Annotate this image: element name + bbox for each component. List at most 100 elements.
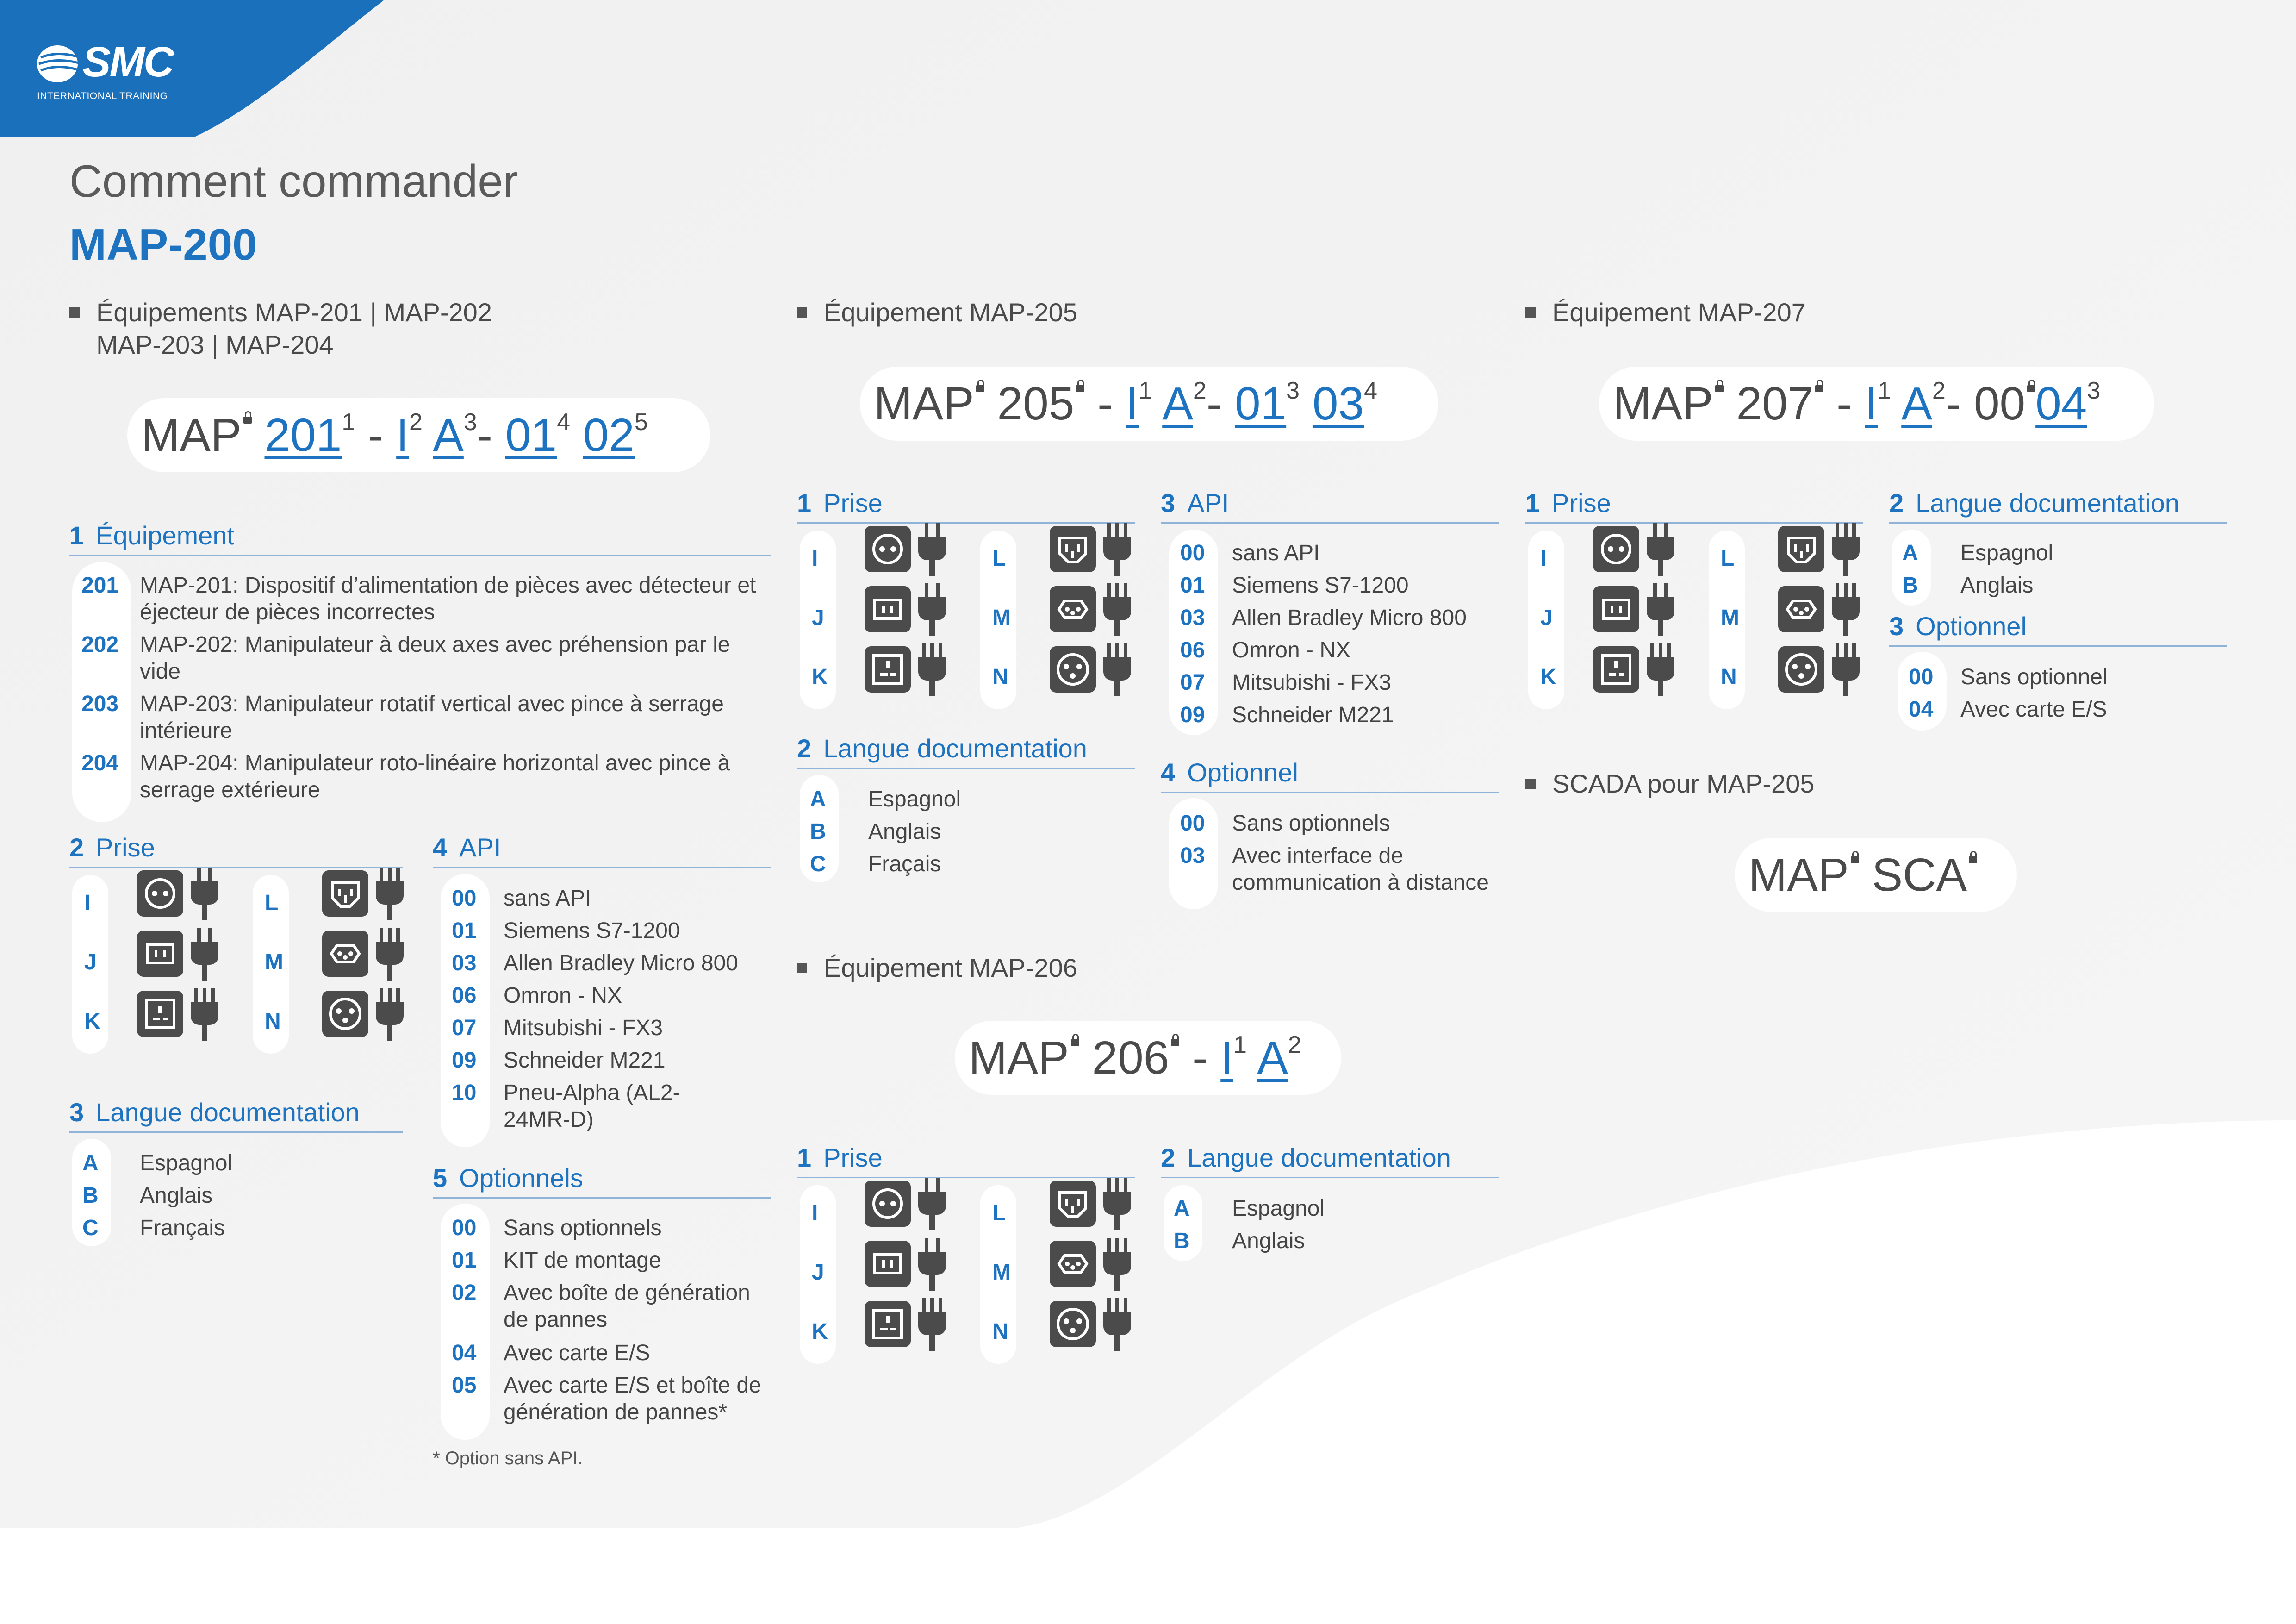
equipment-desc: vide: [140, 659, 181, 684]
power-socket-icon: [1050, 1241, 1096, 1289]
page-subtitle: MAP-200: [69, 220, 257, 269]
option-name: Avec carte E/S: [504, 1341, 650, 1365]
lock-icon: [1715, 380, 1724, 392]
order-code-map206: MAP 206 - I1 A2: [955, 1021, 1341, 1095]
lock-icon: [1076, 380, 1085, 392]
plug-letter: L: [992, 546, 1006, 571]
equipment-desc: intérieure: [140, 718, 233, 743]
plc-name: Omron - NX: [1232, 638, 1351, 662]
option-name: génération de pannes*: [504, 1400, 728, 1424]
plc-name: Mitsubishi - FX3: [1232, 670, 1392, 695]
options-code-column: [441, 1204, 490, 1440]
plug-letter: I: [1540, 546, 1547, 571]
plug-letter-column: [980, 1185, 1016, 1364]
option-code: 04: [1909, 697, 1934, 722]
power-socket-icon: [1050, 646, 1096, 695]
power-socket-icon: [1050, 586, 1096, 635]
plc-code: 10: [452, 1081, 477, 1105]
language-name: Anglais: [140, 1183, 213, 1208]
option-code: 01: [452, 1248, 477, 1273]
plug-letter: L: [1721, 546, 1735, 571]
option-code: 00: [452, 1216, 477, 1240]
equipment-desc: MAP-203: Manipulateur rotatif vertical a…: [140, 692, 724, 716]
power-plug-icon: [915, 1296, 950, 1353]
plc-code: 09: [1180, 703, 1205, 727]
option-name: Avec carte E/S et boîte de: [504, 1373, 761, 1398]
plug-letter-column: [1709, 531, 1745, 709]
language-code: B: [1174, 1229, 1190, 1253]
lock-icon: [243, 411, 252, 424]
option-name: de pannes: [504, 1307, 608, 1332]
plug-letter-column: [980, 531, 1016, 709]
language-name: Espagnol: [1960, 541, 2053, 565]
language-name: Fraçais: [868, 852, 941, 876]
bullet-square-icon: [797, 963, 807, 974]
power-socket-icon: [1778, 526, 1824, 575]
power-plug-icon: [372, 866, 407, 923]
language-code-column: [800, 775, 839, 882]
power-plug-icon: [1643, 521, 1678, 578]
language-code-column: [72, 1139, 111, 1246]
plug-letter-column: [1528, 531, 1564, 709]
option-code: 05: [452, 1373, 477, 1398]
plc-code: 00: [1180, 541, 1205, 565]
power-plug-icon: [1100, 581, 1135, 638]
option-name: Avec carte E/S: [1960, 697, 2107, 722]
language-code: B: [1902, 573, 1918, 598]
power-plug-icon: [1828, 581, 1863, 638]
power-socket-icon: [322, 991, 368, 1039]
option-code: 02: [452, 1280, 477, 1305]
language-name: Français: [140, 1216, 225, 1240]
section-heading-scada: SCADA pour MAP-205: [1525, 768, 1814, 800]
footnote: * Option sans API.: [433, 1448, 583, 1468]
power-plug-icon: [915, 1236, 950, 1293]
equipment-desc: serrage extérieure: [140, 778, 320, 802]
plc-name: Pneu-Alpha (AL2-: [504, 1081, 680, 1105]
power-socket-icon: [1778, 646, 1824, 695]
plc-name: Siemens S7-1200: [1232, 573, 1409, 598]
plug-letter: I: [812, 546, 818, 571]
section-heading-map201-204: Équipements MAP-201 | MAP-202 MAP-203 | …: [69, 296, 492, 361]
plc-name: Mitsubishi - FX3: [504, 1016, 663, 1040]
lock-icon: [1850, 851, 1859, 863]
lock-icon: [1070, 1034, 1079, 1046]
power-plug-icon: [915, 581, 950, 638]
power-plug-icon: [1100, 1236, 1135, 1293]
language-code: A: [1902, 541, 1918, 565]
equipment-desc: MAP-204: Manipulateur roto-linéaire hori…: [140, 751, 730, 775]
order-code-map201: MAP 2011 - I2 A3- 014 025: [127, 398, 710, 472]
language-name: Espagnol: [868, 787, 961, 812]
plug-letter-column: [800, 531, 836, 709]
plug-letter: J: [812, 606, 824, 630]
equipment-code: 203: [81, 692, 119, 716]
plc-name: sans API: [504, 886, 591, 911]
power-socket-icon: [137, 931, 183, 979]
power-socket-icon: [1593, 586, 1639, 635]
power-socket-icon: [865, 1181, 911, 1229]
power-plug-icon: [187, 866, 222, 923]
options-code-column: [1898, 652, 1947, 731]
option-name: Avec interface de: [1232, 843, 1404, 868]
equipment-code-column: [72, 562, 131, 822]
plc-code: 01: [452, 918, 477, 943]
plug-letter: N: [1721, 665, 1737, 689]
plug-letter: I: [812, 1201, 818, 1225]
power-socket-icon: [1593, 646, 1639, 695]
power-socket-icon: [865, 526, 911, 575]
option-name: Sans optionnels: [504, 1216, 662, 1240]
language-code-column: [1892, 530, 1931, 606]
lock-icon: [976, 380, 984, 392]
plc-code: 06: [1180, 638, 1205, 662]
plc-code: 06: [452, 983, 477, 1008]
plug-letter: N: [992, 665, 1008, 689]
plc-code: 03: [1180, 606, 1205, 630]
power-plug-icon: [372, 926, 407, 983]
plc-code: 07: [1180, 670, 1205, 695]
plug-letter: M: [1721, 606, 1739, 630]
